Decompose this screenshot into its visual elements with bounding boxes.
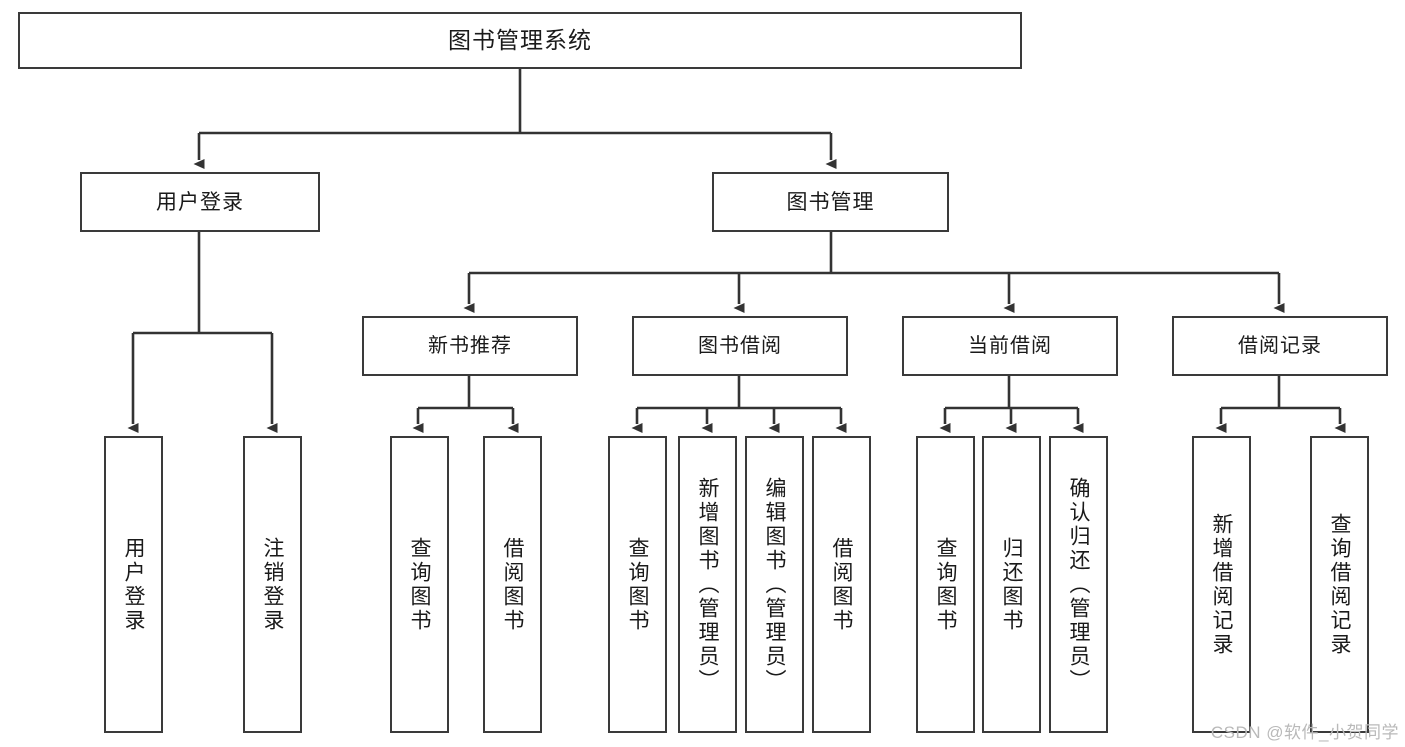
- leaf-edit-book-admin-label: 编辑图书（管理员）: [763, 476, 786, 693]
- leaf-user-login-label: 用户登录: [122, 536, 145, 633]
- leaf-query-book-current-label: 查询图书: [934, 536, 957, 633]
- leaf-query-book-borrow[interactable]: 查询图书: [608, 436, 667, 733]
- leaf-add-book-admin-label: 新增图书（管理员）: [696, 476, 719, 693]
- node-current-borrow[interactable]: 当前借阅: [902, 316, 1118, 376]
- leaf-borrow-book-recommend-label: 借阅图书: [501, 536, 524, 633]
- leaf-query-borrow-record-label: 查询借阅记录: [1328, 512, 1351, 657]
- leaf-confirm-return-admin-label: 确认归还（管理员）: [1067, 476, 1090, 693]
- node-book-management[interactable]: 图书管理: [712, 172, 949, 232]
- leaf-query-book-current[interactable]: 查询图书: [916, 436, 975, 733]
- leaf-borrow-book-recommend[interactable]: 借阅图书: [483, 436, 542, 733]
- node-borrow-record-label: 借阅记录: [1238, 335, 1322, 357]
- leaf-confirm-return-admin[interactable]: 确认归还（管理员）: [1049, 436, 1108, 733]
- node-book-management-label: 图书管理: [786, 190, 875, 214]
- node-user-login[interactable]: 用户登录: [80, 172, 320, 232]
- leaf-query-borrow-record[interactable]: 查询借阅记录: [1310, 436, 1369, 733]
- node-book-borrow[interactable]: 图书借阅: [632, 316, 848, 376]
- leaf-query-book-borrow-label: 查询图书: [626, 536, 649, 633]
- leaf-add-borrow-record-label: 新增借阅记录: [1210, 512, 1233, 657]
- leaf-logout-label: 注销登录: [261, 536, 284, 633]
- leaf-query-book-recommend[interactable]: 查询图书: [390, 436, 449, 733]
- leaf-return-book-label: 归还图书: [1000, 536, 1023, 633]
- node-new-book-recommend[interactable]: 新书推荐: [362, 316, 578, 376]
- leaf-logout[interactable]: 注销登录: [243, 436, 302, 733]
- leaf-borrow-book-borrow[interactable]: 借阅图书: [812, 436, 871, 733]
- node-user-login-label: 用户登录: [156, 190, 244, 214]
- leaf-return-book[interactable]: 归还图书: [982, 436, 1041, 733]
- leaf-add-borrow-record[interactable]: 新增借阅记录: [1192, 436, 1251, 733]
- leaf-borrow-book-borrow-label: 借阅图书: [830, 536, 853, 633]
- node-book-borrow-label: 图书借阅: [698, 335, 782, 357]
- node-borrow-record[interactable]: 借阅记录: [1172, 316, 1388, 376]
- node-root-label: 图书管理系统: [448, 27, 592, 53]
- leaf-add-book-admin[interactable]: 新增图书（管理员）: [678, 436, 737, 733]
- node-current-borrow-label: 当前借阅: [968, 335, 1052, 357]
- watermark: CSDN @软件_小贺同学: [1210, 723, 1399, 742]
- leaf-query-book-recommend-label: 查询图书: [408, 536, 431, 633]
- leaf-user-login[interactable]: 用户登录: [104, 436, 163, 733]
- node-root[interactable]: 图书管理系统: [18, 12, 1022, 69]
- node-new-book-recommend-label: 新书推荐: [428, 335, 512, 357]
- leaf-edit-book-admin[interactable]: 编辑图书（管理员）: [745, 436, 804, 733]
